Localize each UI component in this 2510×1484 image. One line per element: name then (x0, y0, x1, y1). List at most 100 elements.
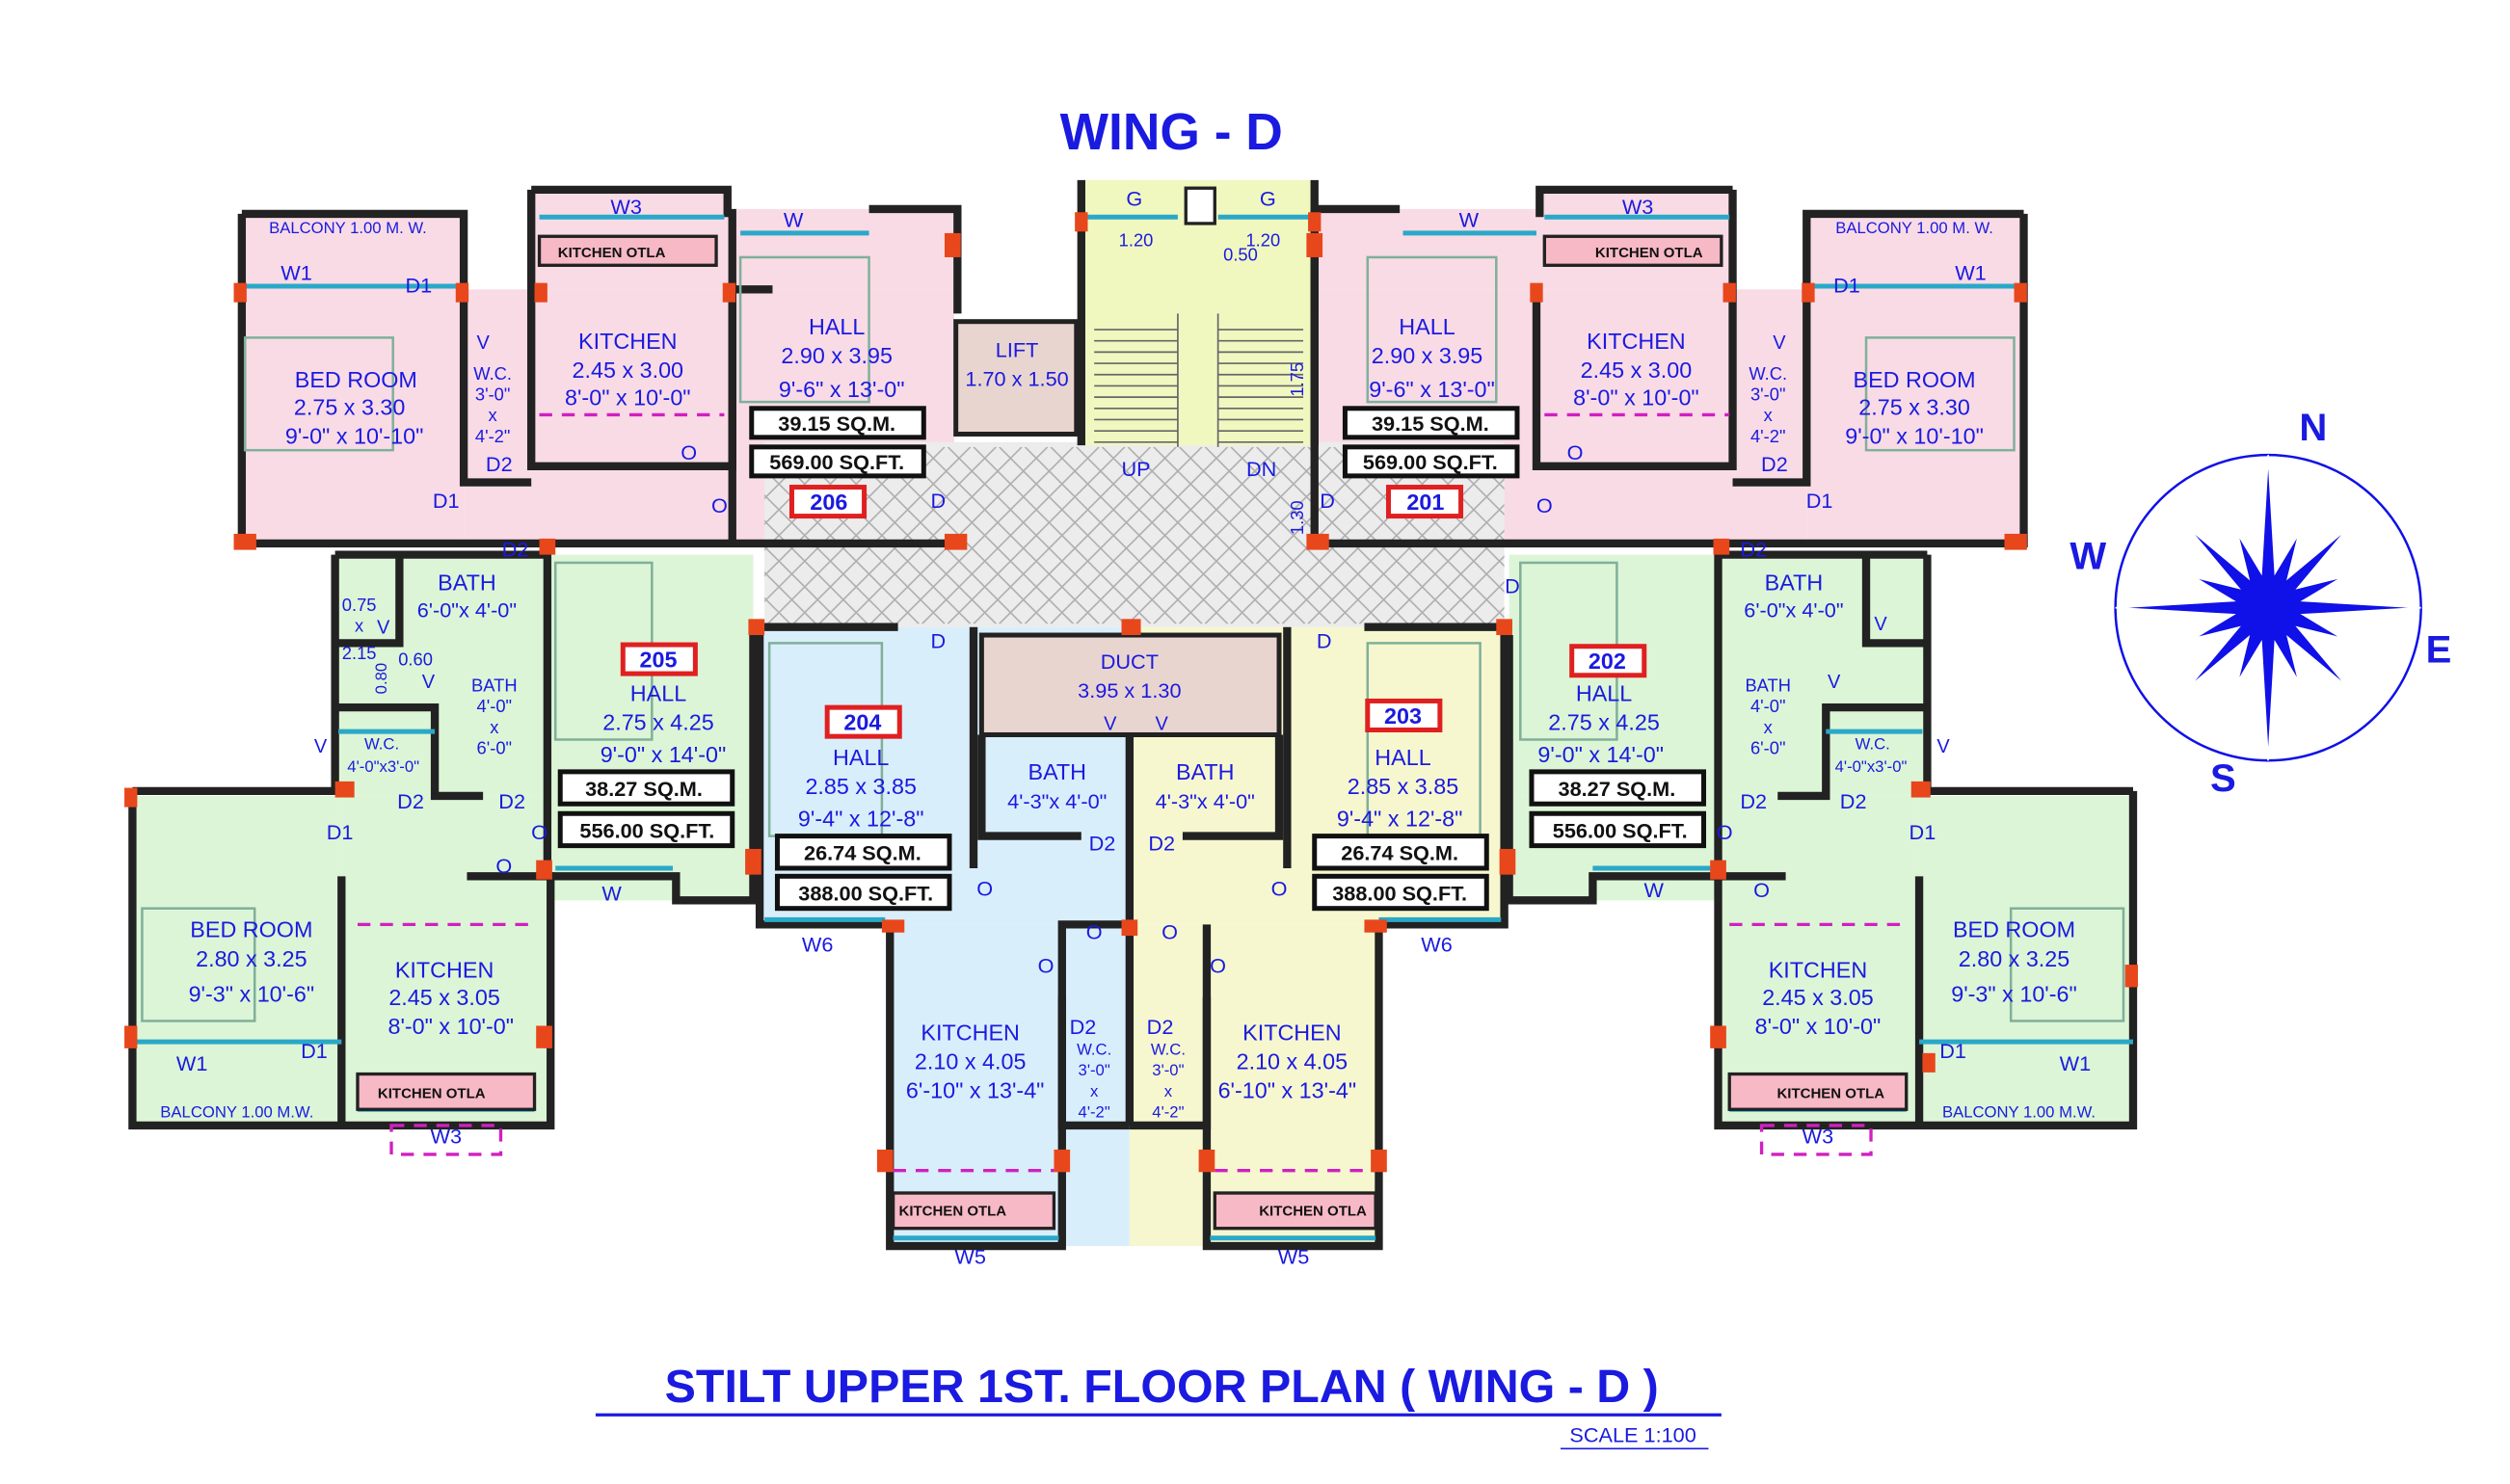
bath-small-x: x (1764, 717, 1773, 737)
opening-o: O (1271, 876, 1288, 900)
vent-v: V (1773, 332, 1786, 354)
opening-o: O (976, 876, 993, 900)
stair-dim-130: 1.30 (1287, 500, 1307, 535)
bath-label: BATH (1028, 759, 1087, 784)
wc-label: W.C. (1749, 363, 1787, 384)
door-d: D (1317, 628, 1332, 652)
hall-label: HALL (1576, 680, 1632, 705)
unit-206: BALCONY 1.00 M. W. W1 D1 BED ROOM 2.75 x… (269, 195, 946, 561)
window-w1: W1 (280, 260, 312, 284)
bed-room-size-m: 2.75 x 3.30 (294, 394, 406, 419)
wc-size-1: 3'-0" (1079, 1061, 1110, 1079)
window-w5: W5 (954, 1244, 986, 1268)
wc-size-2: 4'-2" (475, 426, 511, 446)
stair-dn-label: DN (1246, 457, 1276, 481)
shaft-dim-215: 2.15 (342, 643, 377, 663)
vent-v: V (1156, 713, 1169, 734)
window-w1: W1 (2060, 1051, 2092, 1075)
opening-o: O (1567, 440, 1584, 464)
otla-201 (1542, 234, 1723, 267)
bed-room-size-m: 2.80 x 3.25 (196, 946, 307, 971)
unit-202: BATH 6'-0"x 4'-0" V V BATH 4'-0" x 6'-0"… (1505, 570, 2096, 1148)
hall-label: HALL (833, 745, 889, 770)
unit-202-fill (1509, 554, 2133, 1126)
unit-204: D 204 HALL 2.85 x 3.85 9'-4" x 12'-8" 26… (774, 628, 1117, 1268)
opening-o: O (1717, 820, 1733, 844)
door-d2: D2 (502, 537, 529, 561)
bed-room-size-ft: 9'-3" x 10'-6" (1951, 981, 2077, 1006)
lift (953, 319, 1080, 437)
door-d1: D1 (433, 489, 460, 513)
wc-label: W.C. (1151, 1041, 1186, 1059)
door-d2: D2 (1089, 832, 1116, 856)
vent-v: V (377, 617, 390, 638)
kitchen-size-ft: 6'-10" x 13'-4" (1218, 1078, 1357, 1103)
window-w3: W3 (1622, 195, 1654, 219)
otla-206 (537, 234, 718, 267)
wc-size: 4'-0"x3'-0" (347, 757, 419, 776)
stair-dim-120-left: 1.20 (1119, 229, 1154, 250)
hall-label: HALL (630, 680, 686, 705)
bed-room-size-ft: 9'-0" x 10'-10" (285, 423, 424, 448)
vent-v: V (422, 672, 436, 693)
unit-number: 201 (1406, 490, 1444, 515)
vent-v: V (1936, 736, 1950, 757)
otla-203 (1213, 1191, 1377, 1231)
vent-v: V (1874, 614, 1887, 635)
shaft-dim-x: x (355, 616, 363, 636)
opening-o: O (681, 440, 697, 464)
shaft-dim-080: 0.80 (372, 663, 390, 694)
compass-west: W (2069, 536, 2106, 578)
area-sqm: 26.74 SQ.M. (1341, 841, 1458, 865)
wc-size-1: 3'-0" (1750, 384, 1786, 404)
wc-label: W.C. (364, 735, 399, 754)
gate-left: G (1126, 187, 1142, 211)
hall-size-m: 2.75 x 4.25 (1548, 709, 1660, 734)
opening-o: O (711, 493, 728, 517)
lift-size: 1.70 x 1.50 (965, 366, 1068, 390)
wc-size-2: 4'-2" (1750, 426, 1786, 446)
door-d2: D2 (1740, 537, 1767, 561)
bath-label: BATH (438, 570, 496, 595)
door-d2: D2 (1070, 1015, 1097, 1039)
opening-o: O (1038, 953, 1055, 977)
stair-dim-050: 0.50 (1223, 244, 1258, 264)
hall-size-m: 2.85 x 3.85 (805, 774, 917, 799)
bath-label: BATH (1765, 570, 1824, 595)
gate-right: G (1260, 187, 1276, 211)
opening-o: O (1753, 878, 1770, 902)
unit-number: 202 (1589, 649, 1626, 674)
bath-size: 4'-3"x 4'-0" (1007, 789, 1107, 813)
door-d1: D1 (406, 274, 433, 298)
bed-room-label: BED ROOM (1953, 917, 2075, 942)
bed-room-label: BED ROOM (1854, 367, 1976, 392)
window-w: W (1644, 878, 1665, 902)
door-d2: D2 (1761, 452, 1788, 476)
wc-size-x: x (1164, 1082, 1173, 1100)
window-w5: W5 (1278, 1244, 1310, 1268)
vent-v: V (314, 736, 328, 757)
door-d1: D1 (327, 820, 354, 844)
window-w3: W3 (430, 1124, 462, 1148)
dashed-projections (357, 412, 1907, 1173)
unit-number: 204 (843, 709, 881, 734)
hall-size-m: 2.90 x 3.95 (1372, 343, 1483, 368)
area-sqm: 39.15 SQ.M. (778, 411, 895, 436)
hall-size-ft: 9'-6" x 13'-0" (1369, 377, 1495, 402)
bed-room-size-m: 2.80 x 3.25 (1959, 946, 2070, 971)
opening-o: O (1536, 493, 1553, 517)
kitchen-size-ft: 8'-0" x 10'-0" (387, 1014, 514, 1039)
shaft-dim-060: 0.60 (398, 649, 433, 670)
kitchen-otla-counters (356, 234, 1909, 1231)
window-w: W (1459, 207, 1480, 231)
bath-small-label: BATH (1745, 675, 1791, 695)
otla-205 (356, 1072, 537, 1111)
opening-o: O (1086, 919, 1103, 943)
balcony-label: BALCONY 1.00 M.W. (1942, 1103, 2096, 1122)
hall-label: HALL (809, 314, 865, 339)
window-w6: W6 (802, 933, 834, 957)
kitchen-size-m: 2.10 x 4.05 (1237, 1049, 1348, 1074)
kitchen-label: KITCHEN (578, 329, 677, 354)
